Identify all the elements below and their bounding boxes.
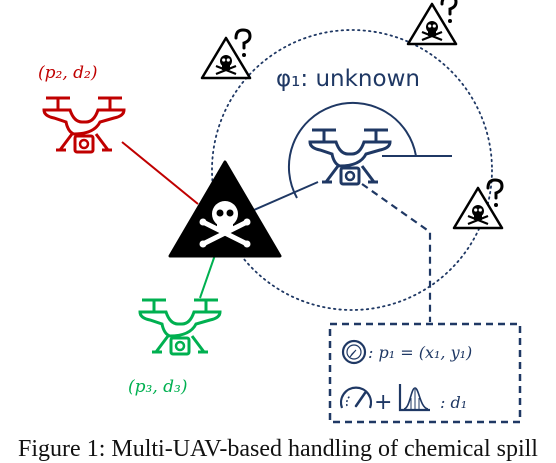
distribution-chart-icon [398, 384, 430, 412]
position-line: : p₁ = (x₁, y₁) [368, 343, 472, 362]
speedometer-icon [339, 386, 373, 409]
link-green [199, 254, 216, 299]
skull-warning-unknown-icon [200, 28, 252, 80]
skull-warning-icon [168, 160, 282, 258]
measurement-arc [287, 101, 417, 199]
drone-icon-navy [308, 128, 392, 186]
compass-icon [341, 339, 367, 365]
skull-warning-unknown-icon [406, 0, 458, 46]
uav-red-label: (p₂, d₂) [38, 63, 97, 83]
skull-warning-unknown-icon [452, 178, 504, 230]
info-leader-line [361, 183, 432, 322]
link-navy [253, 181, 319, 211]
drone-icon-green [138, 298, 222, 356]
uav-green-label: (p₃, d₃) [128, 377, 187, 397]
figure-caption: Figure 1: Multi-UAV-based handling of ch… [18, 436, 538, 462]
info-box: : p₁ = (x₁, y₁) + : d₁ [328, 322, 522, 424]
plus-symbol: + [374, 390, 392, 415]
sensing-range-circle [211, 29, 493, 311]
dose-line: : d₁ [440, 393, 467, 412]
link-red [121, 141, 199, 205]
drone-icon-red [42, 96, 126, 154]
uav-unknown-label: φ₁: unknown [276, 66, 420, 92]
